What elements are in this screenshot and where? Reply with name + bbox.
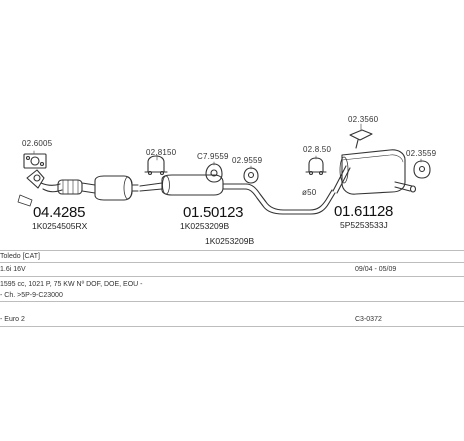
production-date-range: 09/04 - 05/09 [355, 266, 397, 273]
part-number-01-50123: 01.50123 [183, 204, 244, 221]
pipe-diameter-label: ø50 [302, 188, 317, 197]
info-divider-3 [0, 276, 464, 277]
callout-02-3559: 02.3559 [406, 149, 437, 158]
callout-02-8150: 02.8150 [146, 148, 177, 157]
part-number-04-4285: 04.4285 [33, 204, 86, 221]
oem-ref-4: 5P5253533J [340, 220, 388, 230]
oem-ref-2: 1K0253209B [180, 221, 230, 231]
engine-specs: 1595 cc, 1021 P, 75 KW Nº DOF, DOE, EOU … [0, 281, 143, 288]
chassis-number: - Ch. >5P-9-C23000 [0, 292, 63, 299]
middle-silencer [139, 174, 336, 215]
vehicle-model: Toledo [CAT] [0, 253, 40, 260]
callout-c7-9559: C7.9559 [197, 152, 229, 161]
callout-02-9559: 02.9559 [232, 156, 263, 165]
rear-silencer [332, 149, 417, 195]
info-divider-2 [0, 262, 464, 263]
gasket-02-6005-part [23, 153, 47, 169]
callout-02-6005: 02.6005 [22, 139, 53, 148]
catalog-code: C3-0372 [355, 316, 382, 323]
clamp-02-8-50 [305, 157, 327, 176]
clamp-02-8150 [144, 155, 168, 176]
rubber-hanger-c7-9559 [205, 163, 223, 183]
engine-type: 1.6i 16V [0, 266, 26, 273]
info-divider-4 [0, 301, 464, 302]
clamp-02-3560 [349, 129, 373, 149]
callout-02-3560: 02.3560 [348, 115, 379, 124]
rubber-hanger-02-3559 [413, 160, 431, 179]
info-divider-1 [0, 250, 464, 251]
part-number-01-61128: 01.61128 [334, 203, 394, 220]
oem-ref-1: 1K0254505RX [32, 221, 88, 231]
emission-standard: - Euro 2 [0, 316, 25, 323]
oem-ref-3: 1K0253209B [205, 236, 255, 246]
info-divider-5 [0, 326, 464, 327]
leader-lines [33, 123, 422, 170]
callout-02-8-50: 02.8.50 [303, 145, 332, 154]
catalytic-converter-front-pipe [17, 169, 139, 207]
rubber-hanger-02-9559 [243, 167, 259, 184]
